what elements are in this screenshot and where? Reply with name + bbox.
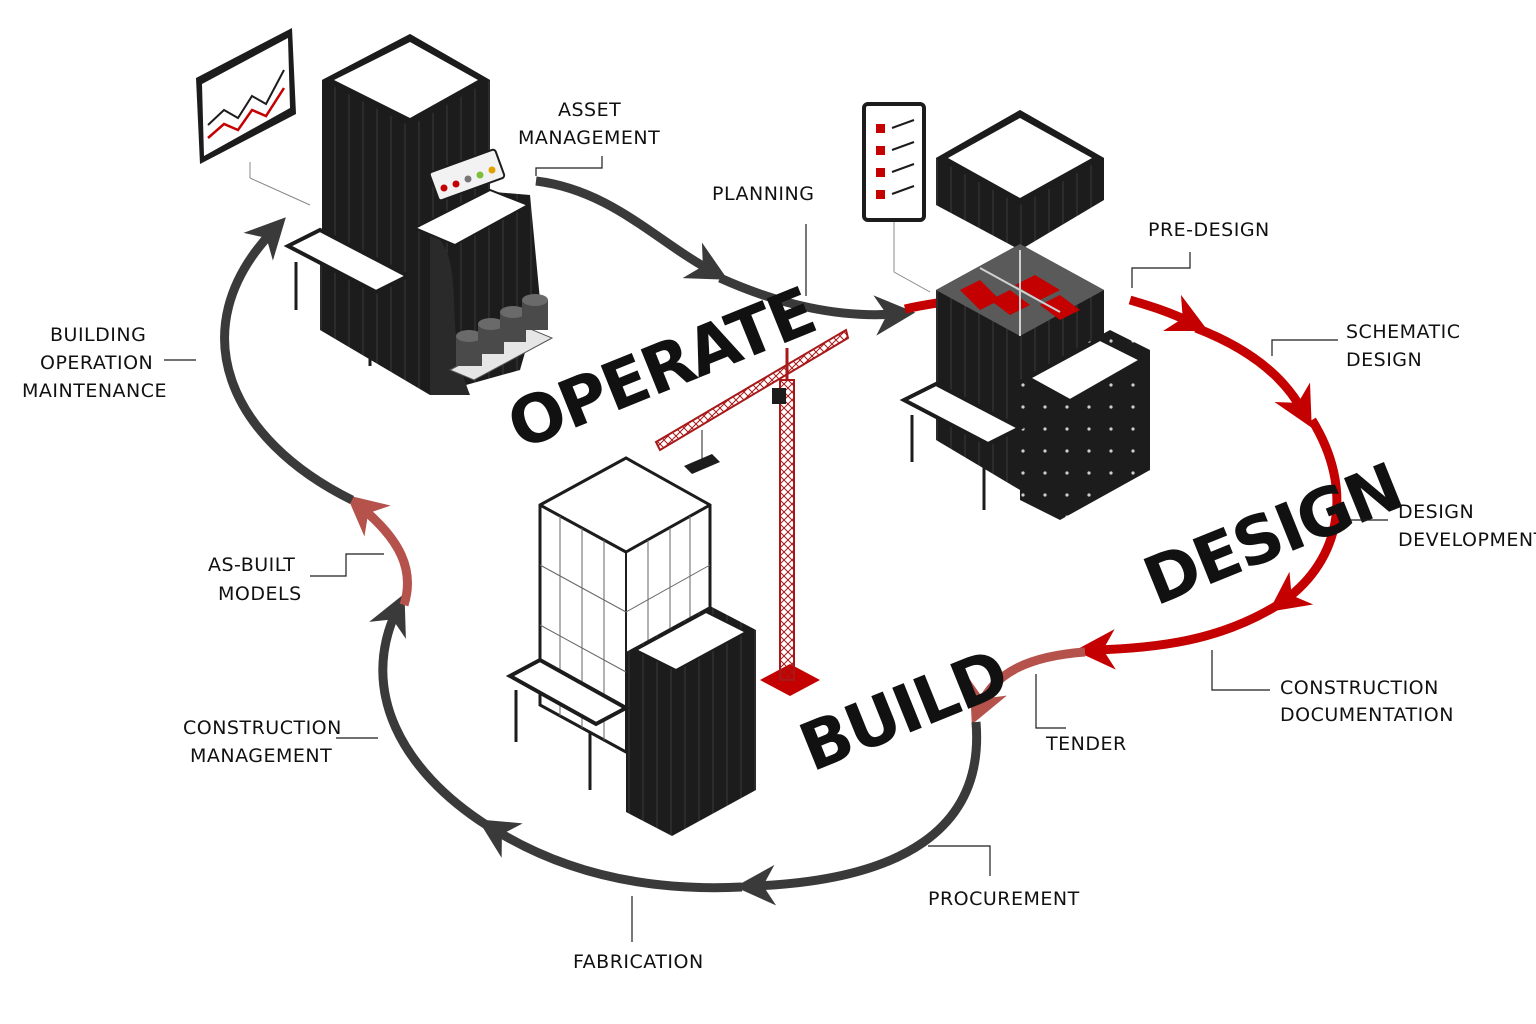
label-procurement: PROCUREMENT	[928, 888, 1080, 910]
label-building-operation-maintenance: BUILDING OPERATION MAINTENANCE	[22, 324, 167, 402]
tower-crane-icon	[654, 328, 850, 696]
storage-tanks-icon	[448, 294, 554, 381]
phase-build: BUILD	[789, 635, 1017, 787]
cycle-arrows	[220, 176, 1342, 906]
arrow-construction-management	[369, 593, 491, 830]
arrow-procurement	[734, 721, 982, 906]
label-pre-design: PRE-DESIGN	[1148, 219, 1270, 241]
arrow-schematic	[1194, 323, 1312, 428]
label-construction-documentation: CONSTRUCTION DOCUMENTATION	[1280, 677, 1454, 726]
label-construction-management: CONSTRUCTION MANAGEMENT	[183, 717, 348, 767]
design-building	[862, 102, 1150, 520]
label-schematic-design: SCHEMATIC DESIGN	[1346, 321, 1467, 371]
operate-building	[196, 28, 554, 395]
label-tender: TENDER	[1045, 733, 1127, 755]
label-as-built-models: AS-BUILT MODELS	[208, 554, 302, 605]
build-building	[505, 456, 756, 836]
leader-lines	[164, 156, 1388, 942]
arrow-as-built	[346, 494, 412, 607]
arrow-fabrication	[477, 819, 743, 893]
line-chart-monitor-icon	[196, 28, 296, 164]
checklist-clipboard-icon	[862, 102, 926, 222]
arrow-planning-to-design	[718, 273, 916, 336]
arrow-asset-to-planning	[535, 176, 728, 280]
label-asset-management: ASSET MANAGEMENT	[518, 99, 660, 149]
label-design-development: DESIGN DEVELOPMENT	[1398, 501, 1536, 551]
arrow-tender	[969, 647, 1086, 725]
phase-design: DESIGN	[1133, 449, 1412, 621]
arrow-design-development	[1268, 417, 1342, 612]
label-fabrication: FABRICATION	[573, 951, 704, 973]
arrow-to-schematic	[1128, 294, 1209, 332]
label-planning: PLANNING	[712, 183, 814, 205]
arrow-construction-documentation	[1074, 602, 1279, 670]
arrow-operation-maintenance	[220, 217, 354, 505]
